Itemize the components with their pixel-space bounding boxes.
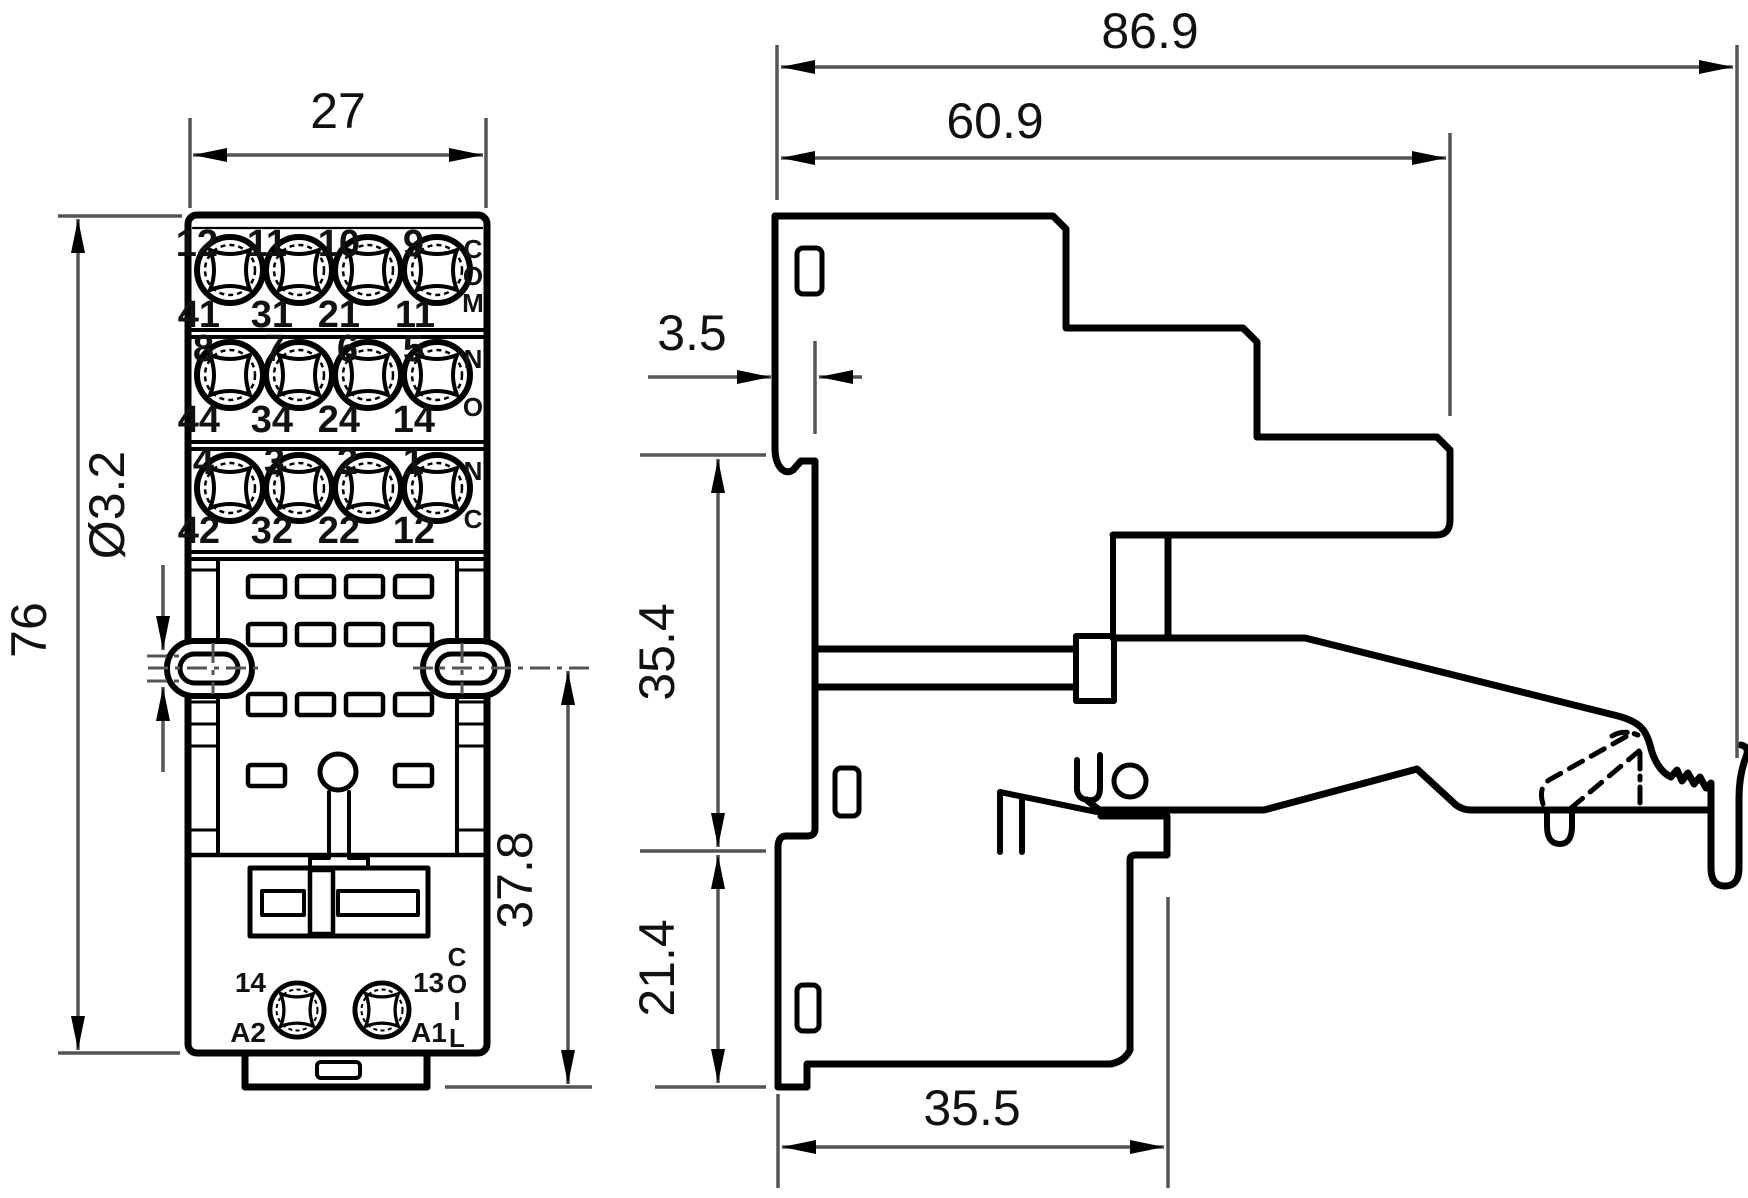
terminal-label: 4: [193, 441, 214, 483]
mounting-keyhole-left: [148, 638, 262, 699]
center-channel: [308, 790, 370, 870]
clip-open-centerline: [1609, 729, 1645, 740]
front-bottom-foot: [241, 1049, 431, 1091]
terminal-label: 7: [264, 328, 285, 370]
terminal-label: 11: [395, 294, 435, 336]
terminal-label: 31: [251, 294, 293, 336]
terminal-label: 8: [193, 328, 214, 370]
coil-terminal-label: A2: [230, 1017, 266, 1048]
clip-bottom-edge: [1083, 765, 1715, 814]
side-body-left-outline: [771, 212, 1171, 1091]
terminal-label: 21: [318, 294, 360, 336]
coil-terminal-label: 13: [413, 967, 444, 998]
terminal-label: 10: [318, 223, 360, 265]
side-dimensions: 86.9 60.9 3.5 35.4 21.4 35.5: [629, 3, 1739, 1188]
side-view: 86.9 60.9 3.5 35.4 21.4 35.5: [629, 3, 1748, 1188]
front-view: 12 11 10 9 41 31 21 11 8 7 6 5 44 34 24 …: [1, 83, 595, 1091]
terminal-label: 41: [178, 294, 220, 336]
coil-screw-a2: [270, 983, 324, 1037]
dim-total-width-label: 86.9: [1101, 3, 1198, 59]
front-dimensions: 27 76 Ø3.2 37.8: [1, 83, 592, 1089]
clip-catch: [1073, 752, 1103, 804]
terminal-label: 1: [403, 441, 424, 483]
side-slots: [794, 245, 862, 1034]
coil-terminal-label: A1: [411, 1017, 447, 1048]
front-body-outline: [184, 211, 491, 1057]
terminal-label: 42: [178, 510, 220, 552]
terminal-label: 44: [178, 399, 220, 441]
dim-upper-height-label: 35.4: [629, 603, 685, 700]
terminal-label: 6: [337, 328, 358, 370]
terminal-label: 9: [403, 223, 424, 265]
row-separators: [187, 328, 488, 858]
terminal-label: 32: [251, 510, 293, 552]
side-body-top-outline: [771, 212, 1454, 539]
clip-pivot-pin: [1111, 762, 1149, 800]
contact-slots: [245, 573, 435, 789]
mounting-keyhole-right: [413, 638, 595, 699]
pivot-support-ledge: [997, 789, 1100, 855]
dim-hole-to-bottom-label: 37.8: [487, 831, 543, 928]
terminal-label: 14: [393, 399, 435, 441]
terminal-labels: 12 11 10 9 41 31 21 11 8 7 6 5 44 34 24 …: [176, 223, 484, 1053]
edge-ribs: [188, 568, 487, 832]
foot-slot: [315, 1060, 362, 1080]
retaining-clip: [1073, 634, 1748, 890]
clip-pull-loop: [1544, 807, 1575, 847]
terminal-label: 3: [264, 441, 285, 483]
center-hole: [317, 751, 359, 793]
terminal-label: 11: [247, 223, 287, 265]
dim-body-width-label: 60.9: [946, 93, 1043, 149]
din-rail-bar: [811, 633, 1117, 704]
coil-screw-a1: [355, 983, 409, 1037]
clip-top-edge: [1109, 634, 1748, 890]
terminal-label: 24: [318, 399, 360, 441]
dim-hole-diameter-label: Ø3.2: [79, 451, 135, 559]
dim-rail-offset-label: 3.5: [657, 305, 727, 361]
clip-open-position-dashed: [1568, 748, 1642, 811]
coil-terminal-label: 14: [235, 967, 267, 998]
dim-width-label: 27: [310, 83, 366, 139]
clip-open-position-dashed: [1539, 733, 1630, 807]
terminal-label: 22: [318, 510, 360, 552]
terminal-label: 2: [337, 441, 358, 483]
marking-plate: [247, 865, 431, 939]
terminal-label: 34: [251, 399, 293, 441]
dim-base-width-label: 35.5: [923, 1080, 1020, 1136]
terminal-label: 12: [176, 223, 218, 265]
dim-lower-height-label: 21.4: [629, 919, 685, 1016]
dim-height-label: 76: [1, 602, 57, 658]
terminal-label: 5: [403, 328, 424, 370]
middle-section-walls: [188, 557, 487, 857]
terminal-label: 12: [393, 510, 435, 552]
